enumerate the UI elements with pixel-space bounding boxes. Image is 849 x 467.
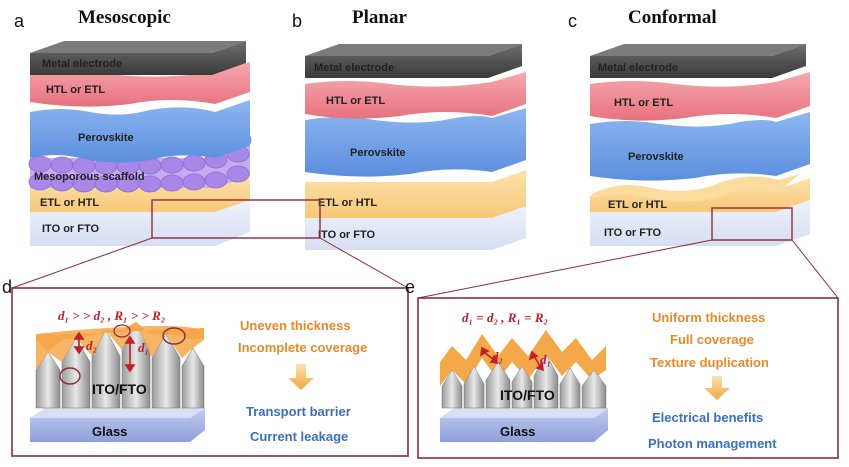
layer-ito-b [305,206,526,250]
issue-1-d: Uneven thickness [240,318,351,333]
d2-label-e: d₂ [492,349,503,364]
thickness-arrows-d [73,331,136,373]
issue-2-d: Incomplete coverage [238,340,367,355]
panel-letter-d: d [2,277,12,297]
label-scaffold-a: Mesoporous scaffold [34,171,145,183]
result-2-e: Photon management [648,436,777,451]
ito-spikes-e [441,353,607,409]
zoom-line-d-right [319,237,409,289]
down-arrow-d [288,364,314,390]
result-1-d: Transport barrier [246,404,351,419]
label-ito-b: ITO or FTO [318,229,375,241]
layer-perovskite-a [30,100,250,163]
panel-d: d Glass d₂ d₁ ITO/FTO d₁ [2,277,409,457]
layer-perovskite-c [590,112,810,181]
d2-label-d: d₂ [86,338,97,353]
glass-label-d: Glass [92,424,127,439]
feature-1-e: Uniform thickness [652,310,765,325]
label-ito-c: ITO or FTO [604,227,661,239]
label-metal-c: Metal electrode [598,62,678,74]
label-htl-b: HTL or ETL [326,95,385,107]
label-etl-c: ETL or HTL [608,199,667,211]
d1-label-d: d₁ [138,340,149,355]
panel-b: b Planar ITO or FTO ETL or HTL Perovskit… [292,7,526,250]
label-metal-a: Metal electrode [42,58,122,70]
conformal-coating-e [440,330,606,386]
panel-e: e Glass d₂ d₁ ITO/FTO d₁ = d₂ , R₁ = R₂ [405,277,839,459]
equation-d: d₁ > > d₂ , R₁ > > R₂ [58,308,165,323]
zoom-indicators [11,199,839,299]
zoom-box-e [711,207,793,241]
layer-perovskite-b [305,108,526,177]
panel-title-c: Conformal [628,7,717,28]
label-perovskite-c: Perovskite [628,151,684,163]
panel-letter-a: a [14,11,25,31]
layer-ito-c [590,200,810,246]
panel-title-a: Mesoscopic [78,7,171,28]
label-htl-a: HTL or ETL [46,84,105,96]
layer-htl-b [305,72,526,119]
label-metal-b: Metal electrode [314,62,394,74]
feature-2-e: Full coverage [670,332,754,347]
thickness-arrows-e [479,346,544,372]
glass-label-e: Glass [500,424,535,439]
label-etl-a: ETL or HTL [40,197,99,209]
panel-letter-c: c [568,11,577,31]
label-perovskite-b: Perovskite [350,147,406,159]
feature-3-e: Texture duplication [650,355,769,370]
label-perovskite-a: Perovskite [78,132,134,144]
glass-slab-d [30,408,205,442]
layer-ito-a [30,200,250,246]
panel-a: a Mesoscopic ITO or FTO ETL or HTL [14,7,252,246]
zoom-line-e-left [417,239,713,299]
layer-metal-b [305,44,522,78]
substrate-label-d: ITO/FTO [92,381,147,397]
substrate-label-e: ITO/FTO [500,387,555,403]
layer-etl-b [305,170,526,218]
zoom-line-d-left [11,237,153,289]
label-htl-c: HTL or ETL [614,97,673,109]
layer-metal-a [30,41,246,75]
panel-c: c Conformal ITO or FTO ETL or HTL Perovs… [568,7,810,246]
label-etl-b: ETL or HTL [318,197,377,209]
defect-circle-r1 [162,327,186,345]
glass-slab-e [440,408,608,442]
layer-scaffold-a [28,131,252,193]
result-1-e: Electrical benefits [652,410,763,425]
result-2-d: Current leakage [250,429,348,444]
down-arrow-e [704,376,730,400]
d1-label-e: d₁ [540,352,551,367]
label-ito-a: ITO or FTO [42,223,99,235]
equation-e: d₁ = d₂ , R₁ = R₂ [462,310,548,325]
panel-title-b: Planar [352,7,407,28]
zoom-line-e-right [791,239,839,299]
defect-circle-r2 [59,367,81,385]
panel-letter-e: e [405,277,415,297]
panel-letter-b: b [292,11,302,31]
layer-etl-a [30,174,250,212]
layer-metal-c [590,44,806,78]
layer-htl-c [590,72,810,121]
zoom-box-d [151,199,321,239]
ito-spikes-d [35,321,205,409]
